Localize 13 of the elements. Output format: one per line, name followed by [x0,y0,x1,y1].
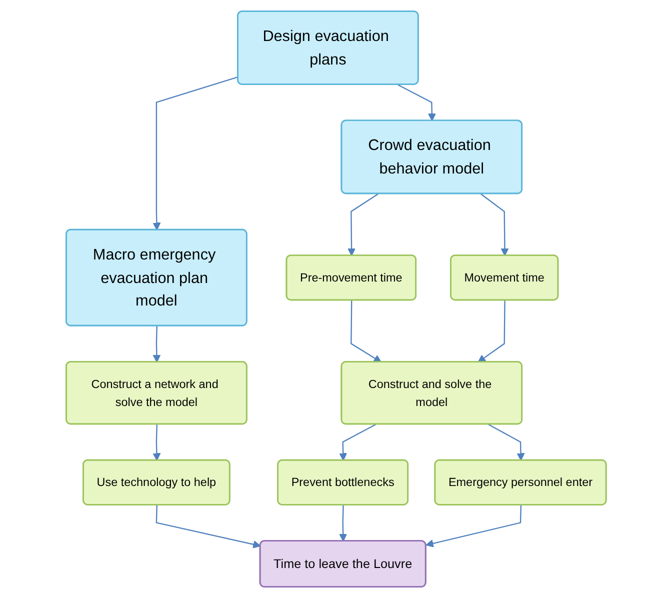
arrow [152,76,238,230]
arrow [488,424,525,461]
arrow [480,193,509,256]
arrow [397,84,436,122]
arrow [350,300,382,362]
arrow [339,505,347,542]
arrow [426,505,522,548]
arrow [152,326,161,362]
arrow [478,300,506,362]
arrow [339,424,376,461]
arrow [347,193,378,256]
arrow [156,505,261,548]
arrow [152,424,161,461]
